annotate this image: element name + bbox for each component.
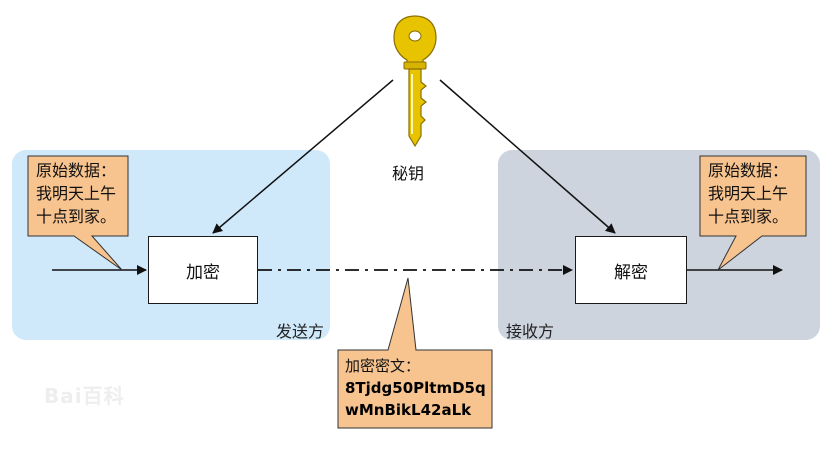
receiver-callout-line: 原始数据： xyxy=(708,161,789,180)
key-icon xyxy=(393,15,437,148)
receiver-label: 接收方 xyxy=(506,322,555,341)
sender-label: 发送方 xyxy=(276,322,325,341)
key-to-encrypt-arrow xyxy=(212,79,394,234)
watermark: Bai百科 xyxy=(44,384,125,408)
receiver-callout-line: 十点到家。 xyxy=(708,207,789,226)
sender-callout-shape xyxy=(27,155,129,271)
receiver-callout-line: 我明天上午 xyxy=(708,184,789,203)
ciphertext-line: wMnBikL42aLk xyxy=(345,401,472,419)
decrypt-box: 解密 xyxy=(575,236,687,304)
key-label: 秘钥 xyxy=(392,164,425,183)
ciphertext-callout-shape xyxy=(337,277,493,429)
receiver-callout-text: 原始数据： 我明天上午 十点到家。 xyxy=(708,159,788,228)
encrypt-box: 加密 xyxy=(148,236,258,304)
sender-callout-line: 原始数据： xyxy=(36,161,117,180)
receiver-callout-shape xyxy=(699,155,807,271)
sender-callout-line: 十点到家。 xyxy=(36,207,117,226)
key-to-decrypt-arrow xyxy=(439,79,616,234)
ciphertext-code: 8Tjdg50PltmD5q wMnBikL42aLk xyxy=(345,377,486,421)
ciphertext-line: 8Tjdg50PltmD5q xyxy=(345,379,486,397)
ciphertext-title: 加密密文： xyxy=(345,357,421,375)
sender-callout-text: 原始数据： 我明天上午 十点到家。 xyxy=(36,159,116,228)
sender-callout-line: 我明天上午 xyxy=(36,184,117,203)
